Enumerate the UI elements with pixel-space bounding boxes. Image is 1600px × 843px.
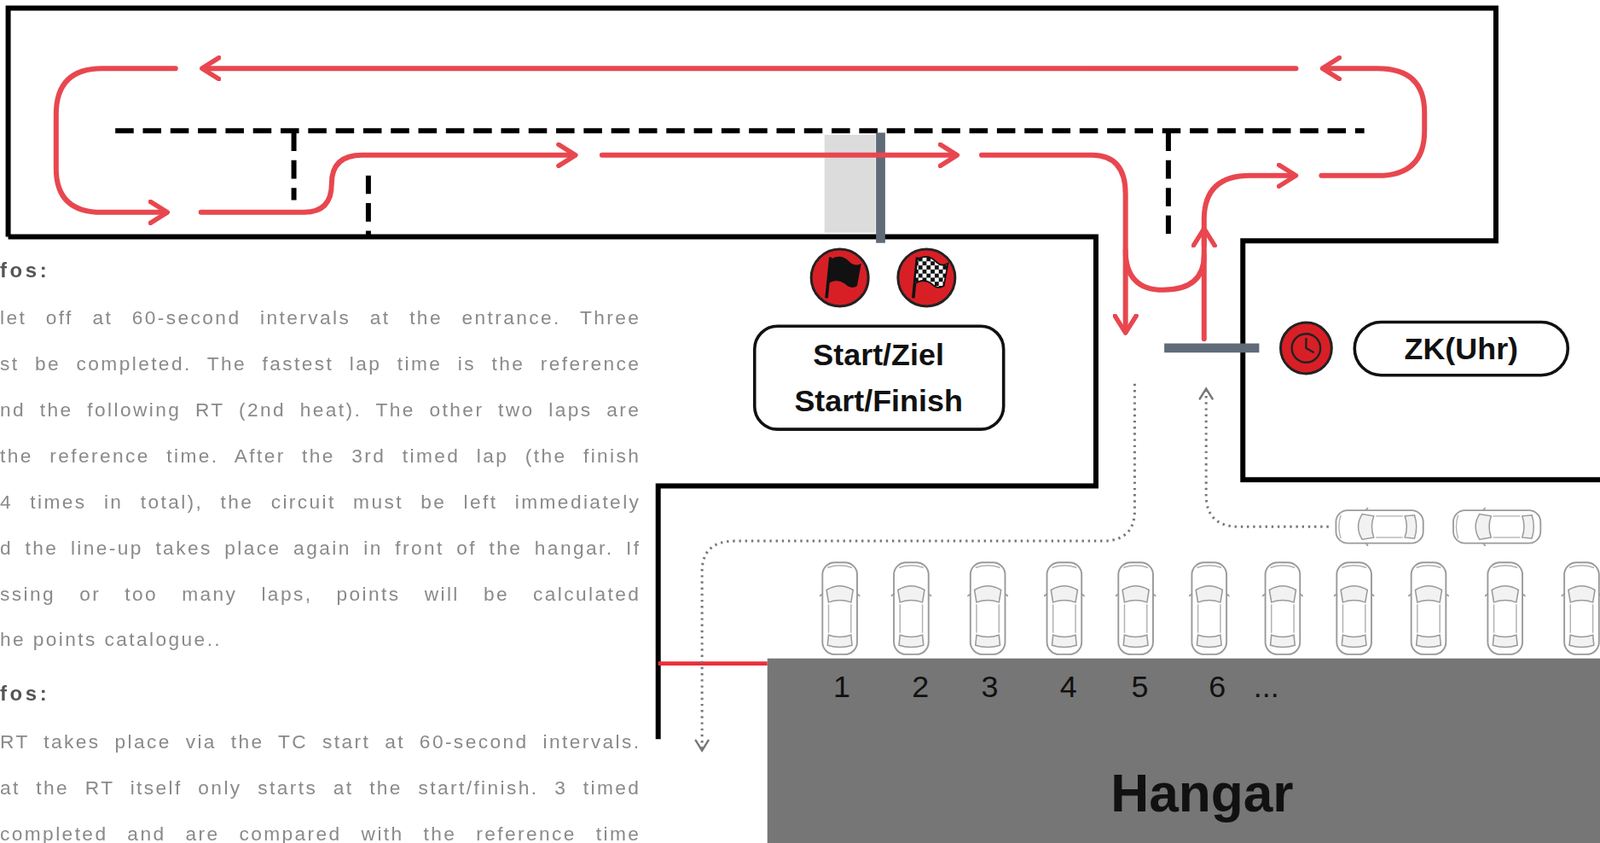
- car-icon: [1043, 562, 1085, 655]
- callout-number: ...: [1253, 669, 1280, 705]
- car-icon: [1484, 562, 1526, 655]
- drawing-path: [827, 256, 861, 288]
- section-heading: fos:: [0, 680, 50, 706]
- drawing-path: [201, 155, 574, 213]
- drawing-path: [602, 152, 956, 158]
- info-text-line: st be completed. The fastest lap time is…: [0, 352, 641, 377]
- info-text-line: nd the following RT (2nd heat). The othe…: [0, 398, 641, 424]
- drawing-path: [1305, 338, 1313, 353]
- car-icon: [967, 562, 1009, 655]
- section-heading: fos:: [0, 258, 50, 284]
- callout-number: 4: [1060, 669, 1078, 705]
- drawing-circle: [811, 249, 869, 307]
- callout-number: 5: [1130, 669, 1148, 705]
- callout-number: 3: [981, 669, 999, 705]
- car-icon: [1453, 507, 1541, 546]
- drawing-line: [365, 175, 372, 238]
- drawing-path: [1125, 249, 1205, 290]
- car-icon: [1115, 562, 1157, 655]
- drawing-circle: [1281, 322, 1333, 374]
- black-flag-icon: [811, 249, 869, 307]
- drawing-circle: [898, 249, 956, 307]
- label-box: Start/Ziel Start/Finish: [752, 324, 1005, 430]
- info-text-line: completed and are compared with the refe…: [0, 821, 641, 843]
- car-icon: [1561, 562, 1600, 655]
- finish-line: [875, 133, 886, 244]
- building-name: Hangar: [1110, 765, 1293, 824]
- time-control-line: [1164, 343, 1259, 354]
- car-icon: [1408, 562, 1450, 655]
- callout-number: 2: [911, 669, 929, 705]
- box-label: ZK(Uhr): [1403, 324, 1519, 372]
- info-text-line: at the RT itself only starts at the star…: [0, 775, 641, 800]
- drawing-circle: [1292, 333, 1322, 363]
- drawing-path: [1205, 389, 1329, 527]
- car-icon: [890, 562, 932, 655]
- car-icon: [1333, 562, 1375, 655]
- info-text-line: 4 times in total), the circuit must be l…: [0, 489, 641, 515]
- car-icon: [1262, 562, 1304, 655]
- drawing-path: [203, 65, 1296, 71]
- box-label: Start/Ziel Start/Finish: [769, 331, 989, 424]
- drawing-line: [291, 133, 297, 201]
- info-text-line: the reference time. After the 3rd timed …: [0, 443, 641, 469]
- info-text-line: d the line-up takes place again in front…: [0, 535, 641, 561]
- drawing-path: [56, 68, 176, 213]
- label-box: ZK(Uhr): [1352, 319, 1570, 377]
- info-text-line: he points catalogue..: [0, 627, 222, 653]
- lane-dividers: [115, 130, 1364, 237]
- info-text-line: let off at 60-second intervals at the en…: [0, 306, 641, 331]
- start-zone: [824, 134, 876, 233]
- car-icon: [1188, 562, 1230, 655]
- info-text-line: ssing or too many laps, points will be c…: [0, 581, 641, 607]
- route-arrows: [56, 68, 1425, 339]
- callout-number: 1: [833, 669, 851, 705]
- entrance-line: [658, 660, 768, 666]
- car-icon: [819, 562, 861, 655]
- car-icon: [1335, 507, 1423, 546]
- drawing-path: [914, 256, 948, 288]
- checkered-flag-icon: [898, 249, 956, 307]
- drawing-path: [1204, 175, 1294, 245]
- clock-icon: [1281, 322, 1333, 374]
- hangar-building: Hangar: [767, 658, 1600, 843]
- drawing-path: [1321, 68, 1425, 176]
- drawing-line: [115, 127, 1364, 134]
- drawing-path: [981, 155, 1126, 331]
- info-text-line: RT takes place via the TC start at 60-se…: [0, 729, 641, 754]
- callout-number: 6: [1208, 669, 1226, 705]
- parked-cars: [819, 507, 1600, 655]
- drawing-line: [1165, 133, 1172, 238]
